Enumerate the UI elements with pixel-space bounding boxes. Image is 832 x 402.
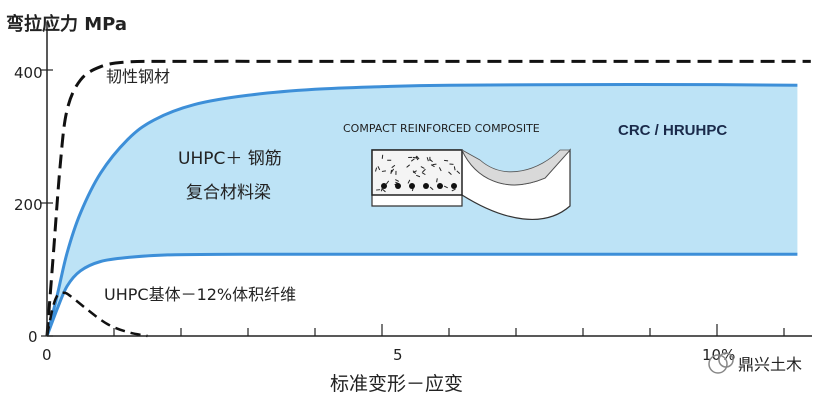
slab-fiber (453, 166, 456, 171)
slab-fiber (429, 158, 433, 163)
composite-band-area (47, 84, 798, 337)
slab-fiber (416, 155, 420, 160)
slab-fiber (391, 168, 395, 173)
band-label-line1: UHPC＋ 钢筋 (178, 149, 282, 169)
band-label-line2: 复合材料梁 (186, 183, 271, 203)
slab-rebar (451, 183, 457, 189)
slab-fiber (382, 188, 386, 193)
slab-fiber (391, 164, 396, 169)
slab-fiber (395, 179, 400, 182)
watermark-text: 鼎兴土木 (738, 355, 802, 374)
slab-rebar (381, 183, 387, 189)
slab-fiber (412, 170, 417, 174)
slab-fiber (432, 163, 437, 166)
y-tick-label-200: 200 (14, 196, 43, 214)
composite-slab-illustration (371, 148, 571, 221)
slab-fiber (412, 170, 417, 174)
slab-fiber (429, 186, 434, 191)
slab-fiber (430, 164, 435, 168)
composite-lower-curve (45, 252, 798, 337)
x-tick-label-0: 0 (42, 346, 52, 364)
slab-fiber (377, 166, 381, 171)
slab-fiber (415, 156, 419, 161)
slab-fiber (420, 166, 425, 169)
slab-rebar (423, 183, 429, 189)
y-tick-label-400: 400 (14, 64, 43, 82)
composite-caption: COMPACT REINFORCED COMPOSITE (343, 122, 540, 135)
crc-label: CRC / HRUHPC (618, 122, 727, 139)
slab-rebar (395, 183, 401, 189)
slab-fiber-pattern (375, 154, 461, 193)
slab-rebar (409, 183, 415, 189)
y-axis-title: 弯拉应力 MPa (6, 13, 127, 35)
slab-fiber (443, 185, 448, 189)
slab-fiber (438, 167, 442, 172)
slab-fiber (421, 172, 426, 176)
watermark-logo (708, 352, 734, 374)
slab-fiber (426, 157, 429, 162)
slab-fiber (416, 174, 421, 178)
uhpc-matrix-curve (45, 291, 148, 338)
x-tick-label-5: 5 (393, 346, 403, 364)
y-tick-label-0: 0 (28, 328, 38, 346)
slab-fiber (406, 164, 411, 168)
slab-rebar (437, 183, 443, 189)
y-tick-marks (41, 69, 53, 337)
slab-fiber (422, 168, 426, 173)
slab-fiber (410, 158, 415, 162)
matrix-label: UHPC基体－12%体积纤维 (104, 285, 296, 304)
steel-curve (45, 59, 811, 337)
slab-fiber (451, 188, 456, 192)
steel-label: 韧性钢材 (106, 67, 170, 86)
slab-fiber (436, 178, 438, 183)
slab-fiber (381, 170, 386, 172)
slab-fiber (448, 171, 452, 175)
x-minor-ticks (113, 324, 785, 336)
composite-upper-curve (45, 83, 798, 337)
slab-fiber (456, 170, 461, 174)
slab-fiber (407, 179, 411, 184)
x-axis-title: 标准变形－应变 (330, 373, 463, 395)
slab-fiber (375, 167, 378, 172)
slab-fiber (385, 180, 390, 185)
